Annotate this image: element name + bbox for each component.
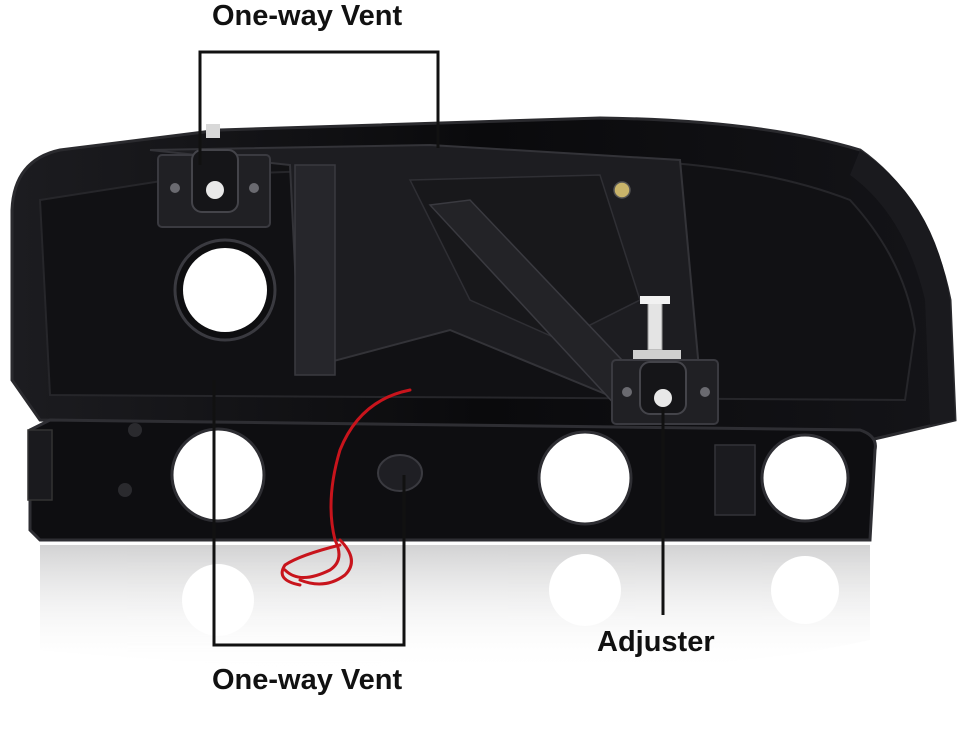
label-top-one-way-vent: One-way Vent [212, 0, 403, 32]
callout-top-vent-line [198, 50, 440, 165]
lower-signal-housing [27, 418, 877, 542]
mounting-bracket [149, 143, 702, 411]
label-bottom-one-way-vent: One-way Vent [212, 664, 403, 696]
bulb-socket-upper [173, 238, 277, 342]
callout-lines [198, 50, 665, 647]
red-wire [280, 388, 412, 587]
top-vent-mount [157, 124, 271, 228]
bracket-screw [613, 181, 631, 199]
label-adjuster: Adjuster [597, 626, 715, 658]
surface-reflection [40, 545, 870, 673]
callout-bottom-vent-line [212, 380, 406, 647]
